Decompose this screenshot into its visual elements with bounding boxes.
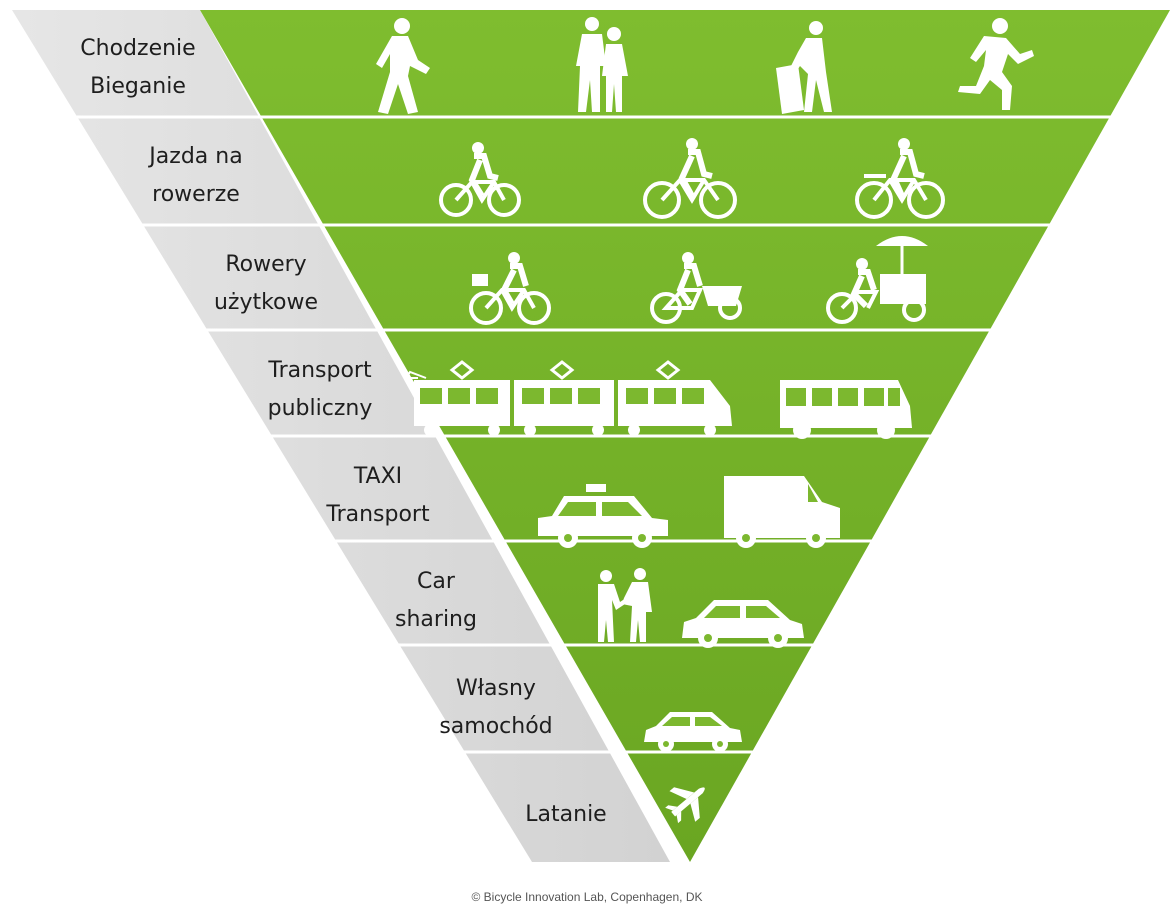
tier-7-icons <box>644 712 742 752</box>
tier-label-line: samochód <box>439 714 553 739</box>
van-icon <box>724 476 840 548</box>
tier-label-line: Transport <box>268 358 372 383</box>
tier-label-own-car: Własny samochód <box>376 670 616 746</box>
tier-6-icons <box>598 568 804 648</box>
taxi-icon <box>538 484 668 548</box>
couple-walking-icon <box>576 17 628 112</box>
tier-label-line: publiczny <box>267 396 373 421</box>
tier-label-cycling: Jazda na rowerze <box>76 138 316 214</box>
tier-label-taxi: TAXI Transport <box>258 458 498 534</box>
tier-label-line: Latanie <box>525 802 607 827</box>
tier-label-car-sharing: Car sharing <box>316 563 556 639</box>
tier-2-icons <box>439 138 945 219</box>
tier-5-icons <box>538 476 840 548</box>
running-person-icon <box>958 18 1034 110</box>
cargo-bike-icon <box>650 252 742 324</box>
people-sharing-icon <box>598 568 652 642</box>
tier-label-line: Jazda na <box>149 144 243 169</box>
cyclist-icon <box>643 138 737 219</box>
tier-label-line: TAXI <box>353 464 403 489</box>
tier-label-line: Własny <box>456 676 536 701</box>
tier-separators <box>70 115 1120 754</box>
cyclist-icon <box>439 142 521 217</box>
tier-1-icons <box>376 17 1034 114</box>
vendor-bike-icon <box>826 236 928 324</box>
tier-label-line: Transport <box>326 502 430 527</box>
tier-label-line: sharing <box>395 607 477 632</box>
tier-8-icons <box>665 787 705 824</box>
tier-label-line: użytkowe <box>213 290 319 315</box>
tier-4-icons <box>404 360 912 439</box>
bus-icon <box>780 380 912 439</box>
tier-label-line: Bieganie <box>90 74 186 99</box>
car-icon <box>644 712 742 752</box>
tier-label-utility-bikes: Rowery użytkowe <box>146 246 386 322</box>
tier-3-icons <box>469 236 928 325</box>
car-icon <box>682 600 804 648</box>
walking-person-icon <box>376 18 430 114</box>
cyclist-with-basket-icon <box>469 252 551 325</box>
tram-icon <box>404 360 732 436</box>
tier-label-line: Rowery <box>225 252 307 277</box>
tier-label-line: rowerze <box>152 182 240 207</box>
copyright-credit: © Bicycle Innovation Lab, Copenhagen, DK <box>471 890 703 904</box>
airplane-icon <box>665 787 705 824</box>
tier-label-walking: Chodzenie Bieganie <box>18 30 258 106</box>
person-with-luggage-icon <box>776 21 832 114</box>
tier-label-flying: Latanie <box>446 796 686 834</box>
tier-label-line: Car <box>417 569 455 594</box>
cyclist-icon <box>855 138 945 219</box>
tier-label-public-transport: Transport publiczny <box>200 352 440 428</box>
tier-label-line: Chodzenie <box>80 36 196 61</box>
